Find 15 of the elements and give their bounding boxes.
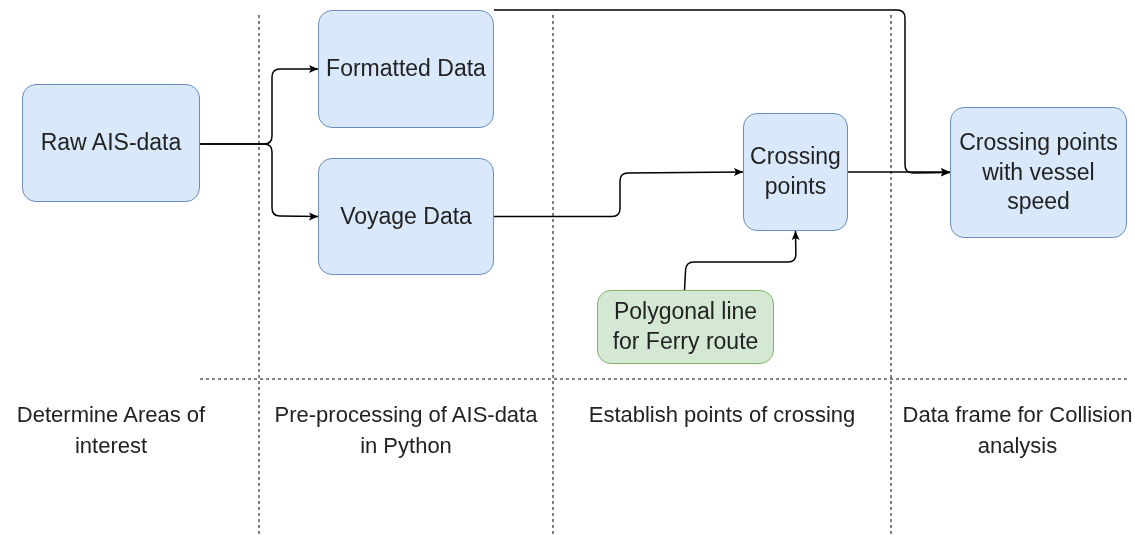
column-caption: Establish points of crossing	[587, 401, 857, 429]
column-caption: Pre-processing of AIS-data in Python	[273, 401, 539, 460]
process-box: Formatted Data	[318, 10, 494, 128]
arrow	[199, 143, 319, 221]
process-box: Crossing points with vessel speed	[950, 107, 1127, 238]
arrow	[847, 168, 951, 176]
process-box: Raw AIS-data	[22, 84, 200, 202]
process-box: Crossing points	[743, 113, 848, 231]
arrow	[683, 230, 800, 291]
process-box: Voyage Data	[318, 158, 494, 275]
arrow	[493, 168, 744, 218]
column-caption: Determine Areas of interest	[15, 401, 207, 460]
arrow	[493, 9, 951, 177]
column-caption: Data frame for Collision analysis	[901, 401, 1134, 460]
process-box: Polygonal line for Ferry route	[597, 290, 774, 364]
